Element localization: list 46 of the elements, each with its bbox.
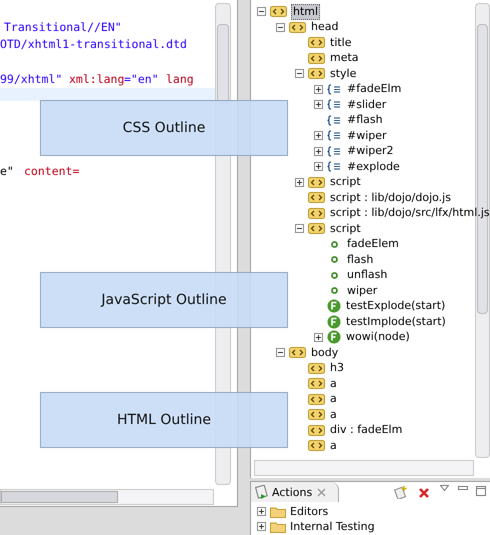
callout-label: HTML Outline xyxy=(116,410,212,430)
tree-item-label: Editors xyxy=(290,505,328,518)
callout-box xyxy=(40,100,288,156)
tree-item-label: a xyxy=(329,408,338,422)
code-text: ="en" xyxy=(124,72,159,86)
tree-item-label: #fadeElm xyxy=(346,82,402,96)
tree-item-label: #flash xyxy=(346,113,384,127)
code-text: Transitional//EN" xyxy=(4,20,122,34)
callout-label: CSS Outline xyxy=(122,118,206,138)
tree-item-label: script : lib/dojo/dojo.js xyxy=(329,190,452,204)
tree-item-label: #wiper2 xyxy=(346,144,395,158)
tree-item-label: script xyxy=(329,222,362,236)
tree-item-label: #wiper xyxy=(346,128,388,142)
tree-item-label: style xyxy=(329,66,358,80)
tree-item-label: a xyxy=(329,392,338,406)
tree-item-label: body xyxy=(310,346,340,360)
tree-item-label: #explode xyxy=(346,160,401,174)
tree-item-label: flash xyxy=(346,252,374,266)
tree-item-label: a xyxy=(329,376,338,390)
tree-item-label: wowi(node) xyxy=(345,330,411,344)
tree-item-label: head xyxy=(310,20,340,34)
tree-item-label: html xyxy=(291,4,320,20)
code-text: content= xyxy=(24,164,80,178)
tree-item-label: h3 xyxy=(329,361,345,375)
tree-item-label: testImplode(start) xyxy=(345,314,447,328)
code-text: OTD/xhtml1-transitional.dtd xyxy=(0,37,187,51)
code-text: e" xyxy=(0,164,14,178)
code-text: 99/xhtml" xyxy=(0,72,62,86)
tree-item-label: Internal Testing xyxy=(290,520,375,533)
tree-item-label: script xyxy=(329,175,362,189)
tree-item-label: meta xyxy=(329,51,360,65)
tree-item-label: testExplode(start) xyxy=(345,299,446,313)
tree-item-label: a xyxy=(329,438,338,452)
code-text: xml:lang xyxy=(69,72,124,86)
callout-box xyxy=(40,272,288,328)
code-text: lang xyxy=(166,72,194,86)
tree-item-label: unflash xyxy=(346,268,388,282)
tab-label: Actions xyxy=(272,486,312,498)
callout-label: JavaScript Outline xyxy=(101,290,227,310)
tree-item-label: script : lib/dojo/src/lfx/html.js xyxy=(329,206,490,220)
tree-item-label: fadeElem xyxy=(346,237,400,251)
tree-item-label: wiper xyxy=(346,284,378,298)
callout-box xyxy=(40,392,288,448)
tree-item-label: div : fadeElm xyxy=(329,423,404,437)
tree-item-label: #slider xyxy=(346,98,388,112)
tree-item-label: title xyxy=(329,36,353,50)
